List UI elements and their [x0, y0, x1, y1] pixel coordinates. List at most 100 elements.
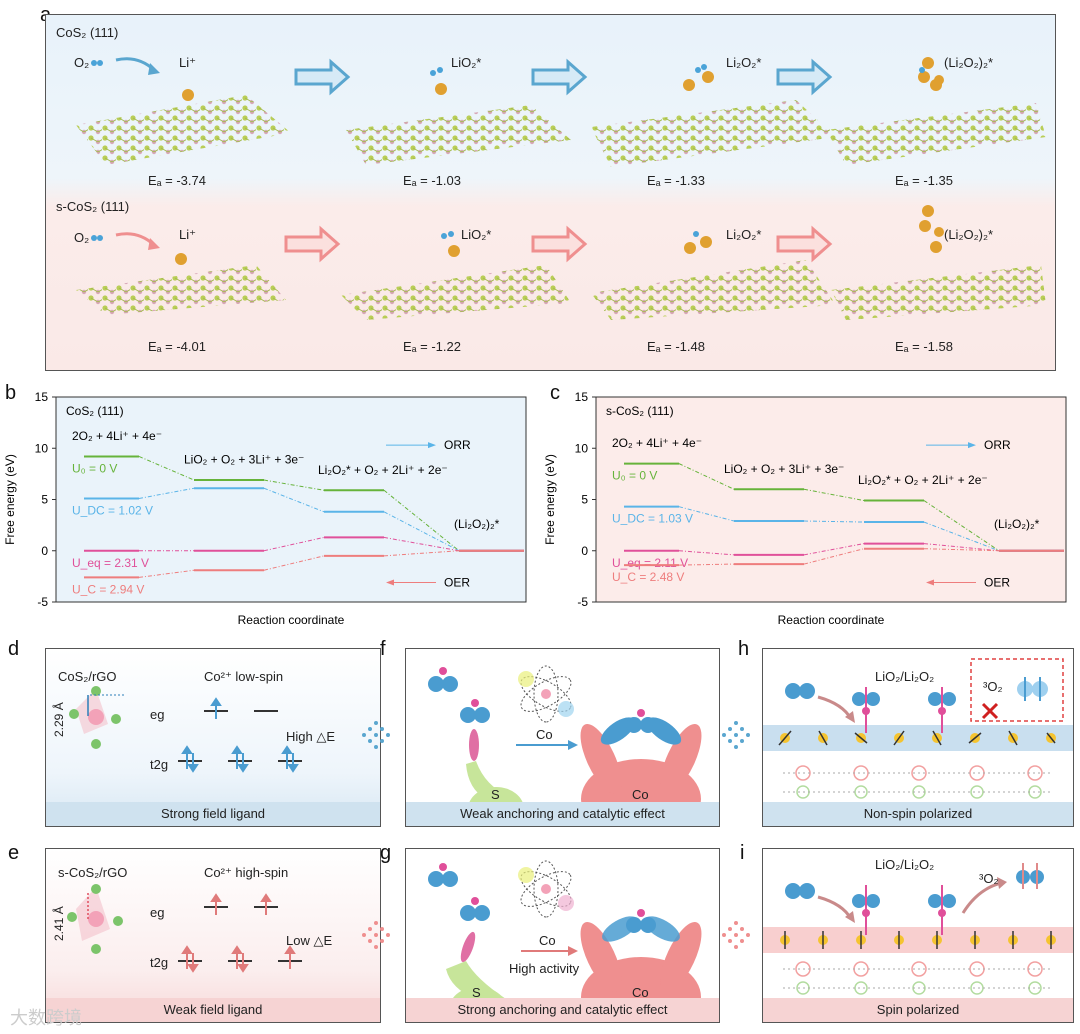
- panel-e-frame: s-CoS₂/rGO Co²⁺ high-spin 2.41 Å eg t2g …: [45, 848, 381, 1023]
- panel-g-frame: Co High activity S Co Strong anchoring a…: [405, 848, 720, 1023]
- watermark: 大数跨境: [10, 1008, 82, 1029]
- panel-d-frame: CoS₂/rGO Co²⁺ low-spin 2.29 Å eg t2g Hig…: [45, 648, 381, 827]
- connector-1-2: [383, 511, 460, 552]
- d-bond: 2.29 Å: [52, 702, 66, 737]
- g-co: Co: [539, 933, 556, 948]
- g-footer: Strong anchoring and catalytic effect: [406, 998, 719, 1022]
- block-arrows-row2: [284, 225, 833, 263]
- e-t2g: t2g: [150, 955, 169, 970]
- row2-energy-3: Eₐ = -1.48: [647, 339, 705, 354]
- y-axis-label: Free energy (eV): [3, 454, 17, 545]
- e-gap: Low △E: [286, 933, 333, 948]
- chevron-g-i-icon: [722, 921, 750, 949]
- legend-orr: ORR: [984, 438, 1011, 452]
- chevron-f-h-icon: [722, 721, 750, 749]
- adsorbates-row2: [175, 205, 944, 265]
- panel-label-b: b: [5, 382, 17, 404]
- connector-0-0: [678, 463, 735, 490]
- e-eg: eg: [150, 905, 165, 920]
- connector-0-0: [138, 455, 195, 481]
- row2-species-1: Li⁺: [179, 227, 196, 242]
- e-spin: Co²⁺ high-spin: [204, 865, 289, 880]
- d-footer: Strong field ligand: [46, 802, 380, 826]
- row2-o2: O₂: [74, 230, 90, 245]
- connector-1-2: [923, 521, 1000, 552]
- panel-a-frame: CoS₂ (111) O₂ Li⁺ LiO₂* Li₂O₂* (Li₂O₂)₂*…: [45, 14, 1056, 371]
- panel-label-f: f: [380, 638, 386, 660]
- legend-oer-arrow: [386, 579, 394, 586]
- row1-title: CoS₂ (111): [56, 25, 119, 40]
- plot-area: [595, 396, 1067, 603]
- step-label: Li₂O₂* + O₂ + 2Li⁺ + 2e⁻: [858, 473, 988, 487]
- f-co: Co: [536, 727, 553, 742]
- legend-orr: ORR: [444, 438, 471, 452]
- row1-species-1: Li⁺: [179, 55, 196, 70]
- series-label: U_DC = 1.02 V: [72, 503, 153, 517]
- connector-2-1: [263, 536, 325, 552]
- panel-label-i: i: [740, 842, 745, 864]
- x-axis-label: Reaction coordinate: [778, 613, 885, 627]
- d-material: CoS₂/rGO: [58, 669, 117, 684]
- e-material: s-CoS₂/rGO: [58, 865, 128, 880]
- f-co2: Co: [632, 787, 649, 802]
- d-spin: Co²⁺ low-spin: [204, 669, 284, 684]
- connector-3-1: [263, 555, 325, 571]
- anchoring-f-art: [428, 665, 702, 826]
- panel-a-art: [76, 57, 1046, 320]
- series-label: U_C = 2.48 V: [612, 570, 684, 584]
- slab-row2: [76, 260, 1046, 320]
- connector-3-2: [923, 548, 1000, 552]
- chevron-d-f-icon: [362, 721, 390, 749]
- e-bond: 2.41 Å: [52, 906, 66, 941]
- y-tick-label: 15: [575, 390, 589, 404]
- connector-3-1: [803, 548, 865, 565]
- row1-species-2: LiO₂*: [451, 55, 482, 70]
- octahedron-d: [69, 686, 302, 773]
- block-arrows-row1: [294, 58, 833, 96]
- connector-1-1: [803, 520, 865, 523]
- plot-area: [55, 396, 527, 603]
- series-label: U_C = 2.94 V: [72, 582, 144, 596]
- i-product: LiO₂/Li₂O₂: [875, 857, 935, 872]
- step-label: LiO₂ + O₂ + 3Li⁺ + 3e⁻: [724, 462, 844, 476]
- i-o2: ³O₂: [979, 871, 999, 886]
- panel-label-g: g: [380, 842, 392, 864]
- panel-label-h: h: [738, 638, 750, 660]
- panel-f-frame: Co S Co Weak anchoring and catalytic eff…: [405, 648, 720, 827]
- y-tick-label: 0: [41, 544, 48, 558]
- g-activity: High activity: [509, 961, 580, 976]
- row1-species-4: (Li₂O₂)₂*: [944, 55, 994, 70]
- i-footer: Spin polarized: [763, 998, 1073, 1022]
- panel-label-d: d: [8, 638, 20, 660]
- g-s: S: [472, 985, 481, 1000]
- panel-label-e: e: [8, 842, 20, 864]
- chart-title: CoS₂ (111): [66, 404, 124, 418]
- legend-oer: OER: [984, 576, 1010, 590]
- row2-species-4: (Li₂O₂)₂*: [944, 227, 994, 242]
- h-product: LiO₂/Li₂O₂: [875, 669, 935, 684]
- step-label: 2O₂ + 4Li⁺ + 4e⁻: [612, 436, 702, 450]
- d-gap: High △E: [286, 729, 336, 744]
- y-tick-label: 10: [575, 441, 589, 455]
- f-footer: Weak anchoring and catalytic effect: [406, 802, 719, 826]
- y-tick-label: 5: [41, 493, 48, 507]
- step-label: (Li₂O₂)₂*: [994, 517, 1040, 531]
- octahedron-e: [67, 884, 302, 973]
- series-label: U₀ = 0 V: [72, 461, 117, 475]
- row1-energy-3: Eₐ = -1.33: [647, 173, 705, 188]
- x-axis-label: Reaction coordinate: [238, 613, 345, 627]
- connector-1-0: [678, 506, 735, 522]
- y-axis-label: Free energy (eV): [543, 454, 557, 545]
- row2-energy-2: Eₐ = -1.22: [403, 339, 461, 354]
- chevron-e-g-icon: [362, 921, 390, 949]
- step-label: LiO₂ + O₂ + 3Li⁺ + 3e⁻: [184, 453, 304, 467]
- h-o2: ³O₂: [983, 679, 1003, 694]
- connector-1-0: [138, 487, 195, 499]
- chart-title: s-CoS₂ (111): [606, 404, 674, 418]
- g-co2: Co: [632, 985, 649, 1000]
- panel-label-c: c: [550, 382, 560, 404]
- series-label: U_eq = 2.31 V: [72, 556, 149, 570]
- series-label: U₀ = 0 V: [612, 469, 657, 483]
- f-s: S: [491, 787, 500, 802]
